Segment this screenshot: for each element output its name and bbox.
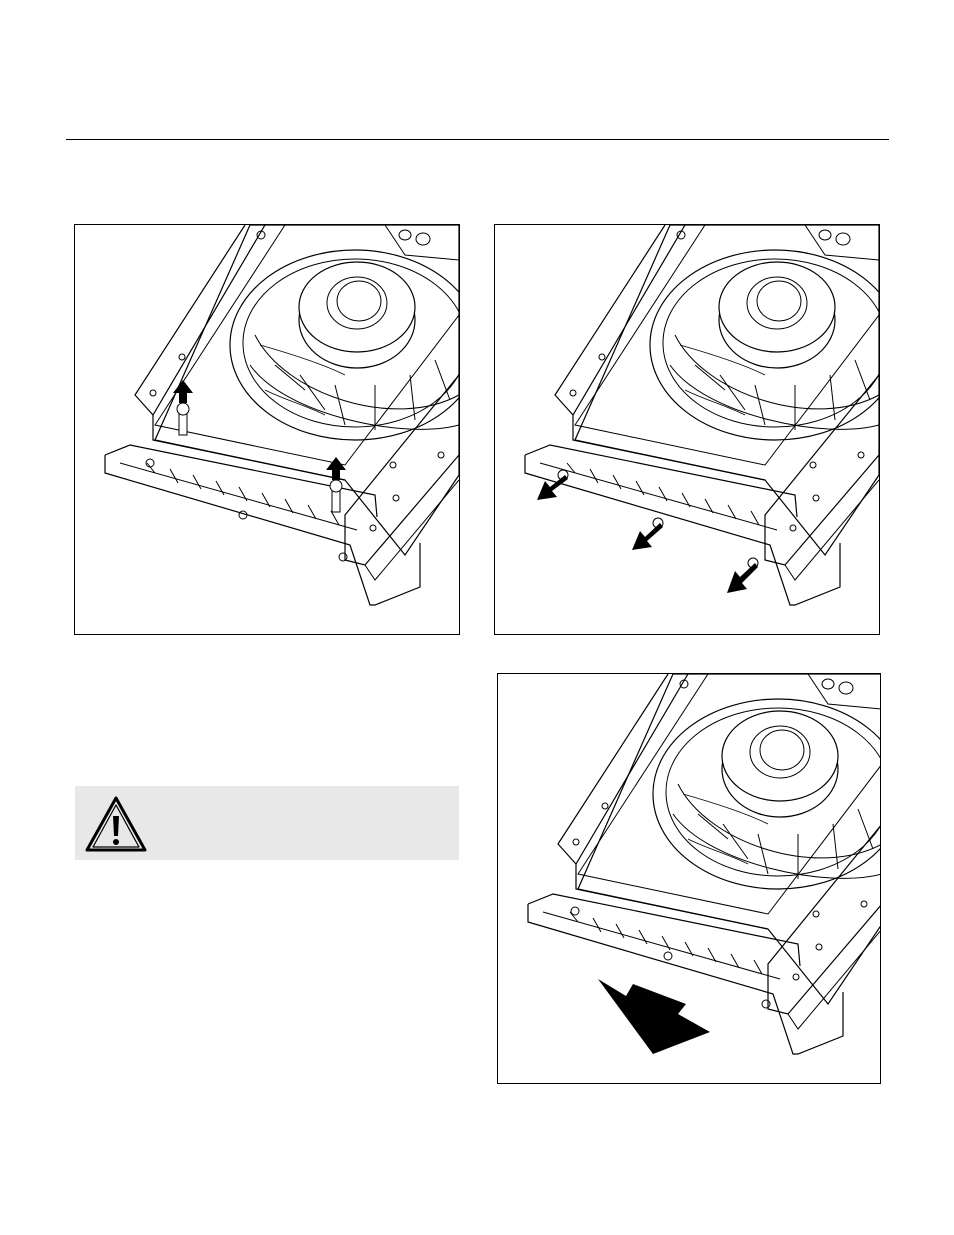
warning-triangle-icon [83, 794, 149, 854]
clip-arrow-down-left-icon [537, 470, 568, 500]
header-rule [66, 139, 889, 140]
figure-pull-grille-frame [497, 673, 881, 1084]
speaker-illustration-1 [75, 225, 459, 634]
figure-slide-clips [494, 224, 880, 635]
screw-arrow-up-icon [326, 457, 346, 512]
speaker-illustration-2 [495, 225, 879, 634]
clip-arrow-down-left-icon [632, 518, 663, 550]
warning-box [75, 786, 459, 860]
speaker-illustration-3 [498, 674, 880, 1083]
figure-remove-screws [74, 224, 460, 635]
clip-arrow-down-left-icon [727, 558, 758, 593]
large-arrow-down-icon [598, 979, 710, 1054]
screw-arrow-up-icon [173, 380, 193, 435]
